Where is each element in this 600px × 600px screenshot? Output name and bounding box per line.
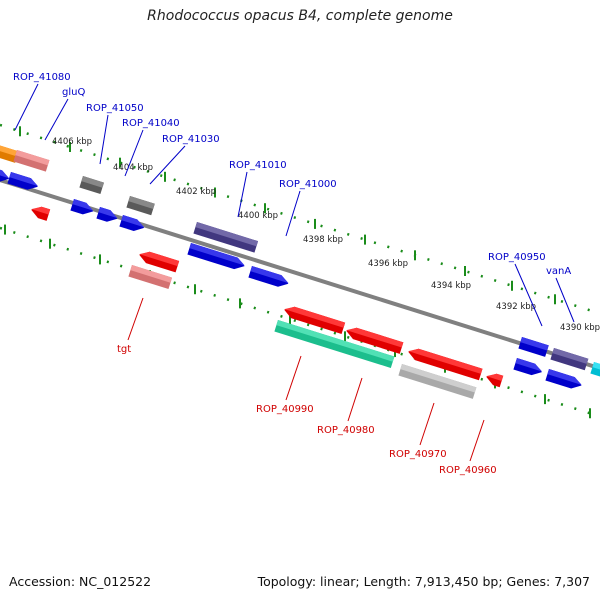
gene-arrow[interactable] [344, 325, 404, 354]
gene-label[interactable]: ROP_40950 [488, 252, 546, 263]
gene-arrow[interactable] [13, 150, 50, 172]
gene-arrow-highlight [0, 143, 19, 157]
gene-arrow-highlight [130, 265, 173, 283]
gene-label-leader [99, 114, 109, 165]
gene-arrow-highlight [81, 176, 104, 188]
gene-label-leader [555, 277, 575, 323]
gene-arrow[interactable] [187, 243, 246, 272]
gene-label[interactable]: ROP_40980 [317, 425, 375, 436]
gene-arrow[interactable] [274, 320, 395, 368]
gene-arrow-highlight [592, 362, 600, 372]
gene-arrow[interactable] [282, 304, 346, 335]
gene-arrow-highlight [520, 337, 549, 351]
gene-label-leader [124, 129, 144, 177]
gene-arrow[interactable] [137, 249, 180, 273]
gene-arrow[interactable] [128, 265, 173, 290]
topology-text: Topology: linear; Length: 7,913,450 bp; … [257, 574, 590, 589]
gene-label-leader [469, 419, 485, 462]
gene-label-leader [237, 171, 248, 218]
gene-arrow[interactable] [126, 196, 155, 216]
scale-label: 4390 kbp [560, 323, 600, 333]
scale-label: 4406 kbp [52, 137, 92, 147]
gene-label-leader [149, 145, 186, 185]
gene-label[interactable]: ROP_41030 [162, 134, 220, 145]
gene-label-leader [514, 263, 543, 327]
gene-arrow[interactable] [484, 371, 504, 388]
scale-label: 4392 kbp [496, 302, 536, 312]
gene-arrow-highlight [72, 199, 94, 211]
gene-arrow[interactable] [0, 166, 11, 185]
gene-arrow[interactable] [70, 199, 95, 217]
gene-label[interactable]: tgt [117, 344, 131, 355]
gene-arrow-highlight [250, 266, 289, 284]
gene-arrow-highlight [346, 327, 404, 348]
gene-arrow-highlight [195, 222, 259, 247]
gene-label[interactable]: ROP_41040 [122, 118, 180, 129]
scale-label: 4402 kbp [176, 187, 216, 197]
gene-arrow[interactable] [550, 348, 589, 371]
gene-label[interactable]: ROP_40990 [256, 404, 314, 415]
gene-arrow-highlight [139, 251, 180, 267]
gene-arrow[interactable] [513, 358, 543, 378]
gene-label-leader [14, 83, 39, 131]
gene-arrow[interactable] [0, 143, 19, 163]
gene-arrow[interactable] [398, 364, 477, 399]
gene-arrow-highlight [189, 243, 245, 266]
gene-label[interactable]: ROP_41050 [86, 103, 144, 114]
gene-arrow[interactable] [79, 176, 104, 195]
gene-arrow-highlight [284, 306, 346, 328]
scale-label: 4400 kbp [238, 211, 278, 221]
gene-arrow-highlight [9, 172, 39, 187]
accession-text: Accession: NC_012522 [9, 574, 152, 589]
top-scale-line [0, 123, 600, 315]
gene-arrow-body [0, 143, 19, 163]
gene-arrow-highlight [486, 373, 504, 381]
gene-arrow-highlight [400, 364, 477, 393]
scale-label: 4398 kbp [303, 235, 343, 245]
gene-arrow-highlight [31, 206, 51, 215]
gene-label-leader [285, 190, 301, 237]
gene-arrow-highlight [552, 348, 589, 364]
gene-arrow[interactable] [29, 204, 51, 221]
gene-label[interactable]: ROP_41000 [279, 179, 337, 190]
scale-label: 4404 kbp [113, 163, 153, 173]
gene-arrow-highlight [15, 150, 50, 166]
gene-label[interactable]: gluQ [62, 87, 85, 98]
gene-arrow[interactable] [7, 172, 39, 192]
gene-label-leader [419, 402, 435, 446]
gene-arrow[interactable] [96, 207, 119, 224]
map-title: Rhodococcus opacus B4, complete genome [147, 8, 453, 24]
gene-label[interactable]: ROP_40970 [389, 449, 447, 460]
gene-arrow-highlight [121, 215, 145, 228]
gene-arrow[interactable] [406, 346, 483, 381]
gene-arrow[interactable] [248, 266, 290, 289]
gene-arrow-highlight [128, 196, 155, 209]
gene-arrow-highlight [547, 369, 582, 385]
gene-arrow-body [0, 166, 10, 182]
gene-label[interactable]: ROP_41080 [13, 72, 71, 83]
gene-label-leader [127, 297, 144, 341]
gene-label[interactable]: ROP_40960 [439, 465, 497, 476]
gene-arrow-highlight [276, 320, 395, 362]
gene-label-leader [347, 377, 363, 422]
gene-arrow[interactable] [518, 337, 549, 357]
gene-arrow-highlight [98, 207, 118, 219]
gene-label-leader [44, 98, 69, 141]
scale-label: 4394 kbp [431, 281, 471, 291]
gene-arrow-highlight [515, 358, 543, 372]
gene-arrow-highlight [0, 166, 10, 179]
gene-arrow[interactable] [193, 222, 259, 253]
gene-label-leader [285, 355, 302, 401]
scale-label: 4396 kbp [368, 259, 408, 269]
gene-arrow[interactable] [545, 369, 583, 391]
gene-label[interactable]: vanA [546, 266, 571, 277]
gene-label[interactable]: ROP_41010 [229, 160, 287, 171]
gene-arrow[interactable] [119, 215, 145, 234]
gene-arrow-highlight [408, 348, 483, 374]
